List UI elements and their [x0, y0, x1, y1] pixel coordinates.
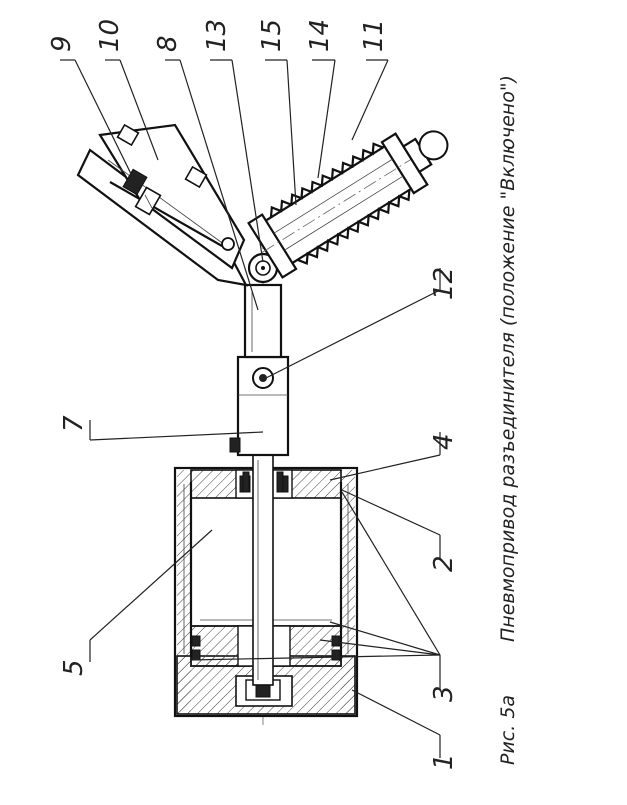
lever-bolt-lower [184, 165, 208, 189]
lever-assembly [76, 123, 279, 287]
piston-rod [252, 454, 274, 686]
spring-unit [247, 130, 449, 279]
callout-7: 7 [59, 415, 89, 432]
leader-lines [60, 59, 441, 758]
callout-14: 14 [305, 19, 335, 52]
cylinder-assembly [173, 454, 359, 718]
spring-coils [269, 142, 411, 265]
figure-caption: Рис. 5а [497, 695, 519, 765]
callout-5: 5 [59, 659, 89, 676]
spring-end-ball [418, 130, 449, 161]
callout-12: 12 [429, 267, 459, 300]
rod-coupling [229, 283, 290, 457]
callout-15: 15 [257, 19, 287, 52]
callout-labels: 9 10 8 13 15 14 11 12 7 4 2 5 3 1 [47, 19, 459, 770]
callout-8: 8 [153, 35, 183, 52]
callout-4: 4 [429, 433, 459, 450]
figure-title: Пневмопривод разъединителя (положение "В… [497, 75, 519, 642]
callout-11: 11 [359, 19, 389, 52]
callout-13: 13 [202, 19, 232, 52]
callout-9: 9 [47, 35, 77, 52]
callout-10: 10 [95, 19, 125, 52]
callout-3: 3 [429, 685, 459, 702]
callout-1: 1 [429, 753, 459, 770]
callout-2: 2 [429, 555, 459, 572]
lever-bolt-upper [116, 123, 140, 147]
